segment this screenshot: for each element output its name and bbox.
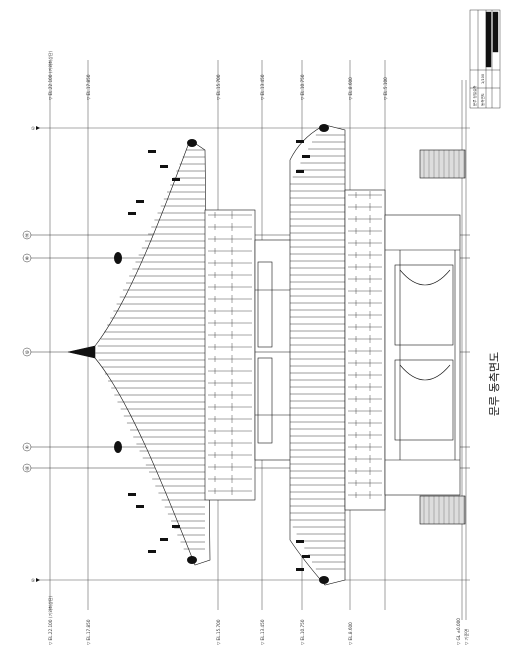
grid-label-5: ⑲ bbox=[25, 465, 30, 472]
building-elevation bbox=[67, 124, 466, 586]
level-label: ▽ EL.15.700 bbox=[216, 74, 221, 100]
roof-ornament bbox=[148, 550, 156, 553]
level-label: ▽ EL.15.700 bbox=[216, 619, 221, 645]
grid-label-3: ⑩ bbox=[25, 350, 29, 356]
upper-brackets bbox=[208, 211, 252, 495]
roof-ornament bbox=[148, 150, 156, 153]
level-label: ▽ EL.13.450 bbox=[260, 74, 265, 100]
level-label: ▽ EL.17.850 bbox=[86, 619, 91, 645]
level-label: ▽ EL.8.600 bbox=[348, 622, 353, 645]
level-label: ▽ GL ±0.000 bbox=[456, 618, 461, 645]
lower-roof-rafters bbox=[290, 134, 345, 570]
roof-ornament bbox=[172, 178, 180, 181]
grid-label-2: ⑧ bbox=[25, 256, 29, 262]
title-block-scale: 1/100 bbox=[481, 74, 485, 84]
drawing-title: 문루 동측면도 bbox=[488, 352, 501, 416]
roof-ornament bbox=[302, 155, 310, 158]
title-block bbox=[469, 9, 501, 109]
roof-ornament bbox=[160, 165, 168, 168]
end-label-top: ① bbox=[31, 126, 35, 132]
roof-decor bbox=[128, 140, 310, 571]
roof-ornament bbox=[172, 525, 180, 528]
level-label: ▽ EL.22.100 (기와최상단) bbox=[47, 50, 54, 100]
roof-ornament bbox=[296, 568, 304, 571]
stone-wall-hatch bbox=[423, 150, 465, 524]
level-label: ▽ EL.22.100 (기와최상단) bbox=[47, 595, 54, 645]
level-label: ▽ EL.8.600 bbox=[348, 77, 353, 100]
level-lines bbox=[38, 127, 470, 581]
level-label: ▽ EL.5.100 bbox=[383, 77, 388, 100]
upper-roof-rafters bbox=[95, 149, 205, 550]
grid-label-4: ④ bbox=[25, 445, 29, 451]
roof-ornament bbox=[296, 170, 304, 173]
roof-ornament bbox=[296, 540, 304, 543]
level-labels-top: ▽ EL.22.100 (기와최상단) ▽ EL.17.850 ▽ EL.15.… bbox=[47, 50, 388, 100]
level-label: ▽ EL.13.450 bbox=[260, 619, 265, 645]
roof-ornament bbox=[302, 555, 310, 558]
roof-ornament bbox=[136, 200, 144, 203]
end-markers bbox=[36, 126, 40, 582]
level-labels-bottom: ▽ EL.22.100 (기와최상단) ▽ EL.17.850 ▽ EL.15.… bbox=[47, 595, 470, 645]
level-label: ▽ EL.17.850 bbox=[86, 74, 91, 100]
grid-label-1: ㉑ bbox=[25, 232, 30, 239]
title-block-sheet: 동측면도 bbox=[480, 92, 485, 106]
title-block-project: 문루 정밀실측 bbox=[472, 85, 477, 106]
end-label-bottom: ⑤ bbox=[31, 578, 35, 584]
roof-ornament bbox=[296, 140, 304, 143]
roof-ornament bbox=[160, 538, 168, 541]
level-label: ▽ 기준면 bbox=[463, 629, 470, 645]
eave-ornaments bbox=[114, 124, 329, 584]
lower-brackets bbox=[348, 191, 382, 499]
level-label: ▽ EL.10.750 bbox=[300, 74, 305, 100]
roof-ornament bbox=[128, 493, 136, 496]
roof-ornament bbox=[136, 505, 144, 508]
level-label: ▽ EL.10.750 bbox=[300, 619, 305, 645]
roof-ornament bbox=[128, 212, 136, 215]
